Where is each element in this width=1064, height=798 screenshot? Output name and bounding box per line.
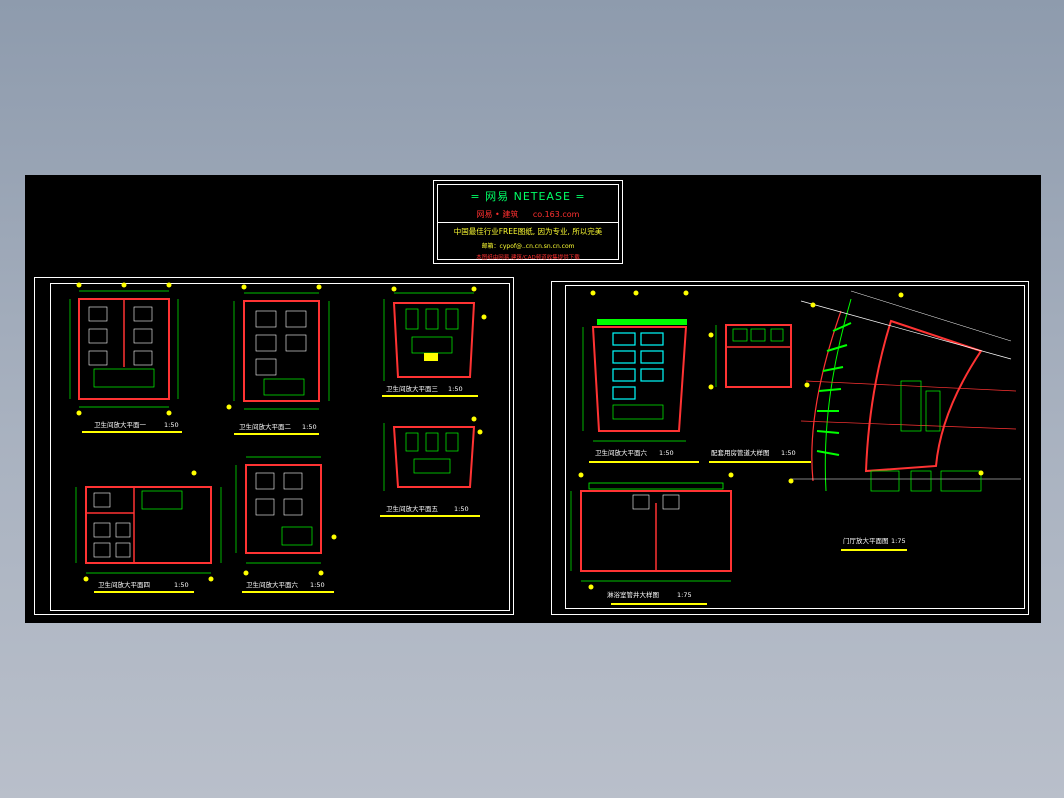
right-sheet-inner-frame [565, 285, 1025, 609]
scale-plan-6: 1:50 [310, 581, 325, 589]
scale-plan-5: 1:50 [454, 505, 469, 513]
label-pipe-shaft: 配套用房管道大样图 [711, 448, 770, 457]
label-shower-shaft: 淋浴室管井大样图 [607, 590, 659, 599]
title-block-site: co.163.com [532, 210, 580, 219]
toilet-plan-4 [75, 470, 222, 593]
scale-shower-shaft: 1:75 [677, 591, 692, 599]
title-block-subtitle: 网易 • 建筑 [476, 210, 519, 219]
scale-plan-4: 1:50 [174, 581, 189, 589]
label-plan-1: 卫生间放大平面一 [94, 420, 147, 429]
scale-plan-2: 1:50 [302, 423, 317, 431]
title-block-subtitle-row: 网易 • 建筑 co.163.com [438, 209, 618, 220]
right-drawing-sheet: 卫生间放大平面六 1:50 配套用房管道大样图 1:50 淋浴室管井大样图 1:… [551, 281, 1029, 615]
title-block: = 网易 NETEASE = 网易 • 建筑 co.163.com 中国最佳行业… [433, 180, 623, 264]
scale-plan-3: 1:50 [448, 385, 463, 393]
left-drawing-sheet: 卫生间放大平面一 1:50 卫生间放大平面二 1:50 卫生间放大平面三 1:5… [34, 277, 514, 615]
scale-lobby-plan: 1:75 [891, 537, 906, 545]
scale-plan-1: 1:50 [164, 421, 179, 429]
title-block-description: 中国最佳行业FREE图纸, 因为专业, 所以完美 [453, 227, 603, 236]
right-sheet-plans: 卫生间放大平面六 1:50 配套用房管道大样图 1:50 淋浴室管井大样图 1:… [570, 290, 1021, 605]
title-block-title: = 网易 NETEASE = [470, 190, 586, 203]
toilet-plan-5 [380, 416, 483, 517]
left-sheet-plans: 卫生间放大平面一 1:50 卫生间放大平面二 1:50 卫生间放大平面三 1:5… [69, 282, 487, 593]
label-lobby-plan: 门厅放大平面图 [843, 536, 889, 545]
scale-right-plan-6: 1:50 [659, 449, 674, 457]
left-sheet-inner-frame [50, 283, 510, 611]
label-right-plan-6: 卫生间放大平面六 [595, 448, 648, 457]
shower-shaft-detail [570, 472, 734, 605]
scale-pipe-shaft: 1:50 [781, 449, 796, 457]
label-plan-3: 卫生间放大平面三 [386, 384, 439, 393]
right-sheet-outer-frame [551, 281, 1029, 615]
toilet-plan-6-right [582, 290, 699, 463]
pipe-shaft-detail [708, 324, 811, 463]
title-block-note: 本图纸由网易.建筑/CAD频道收集提供下载 [476, 255, 580, 261]
lobby-plan [788, 290, 1021, 551]
toilet-plan-1 [69, 282, 182, 433]
toilet-plan-2 [226, 284, 330, 435]
toilet-plan-6-left [235, 456, 337, 593]
cad-drawing-canvas: = 网易 NETEASE = 网易 • 建筑 co.163.com 中国最佳行业… [25, 175, 1041, 623]
title-block-divider [438, 222, 618, 223]
toilet-plan-3 [382, 286, 487, 397]
title-block-inner-frame: = 网易 NETEASE = 网易 • 建筑 co.163.com 中国最佳行业… [437, 184, 619, 261]
label-plan-5: 卫生间放大平面五 [386, 504, 439, 513]
left-sheet-outer-frame [34, 277, 514, 615]
title-block-email: 邮箱：cypof@..cn.cn.sn.cn.com [481, 243, 575, 250]
label-plan-6: 卫生间放大平面六 [246, 580, 299, 589]
label-plan-2: 卫生间放大平面二 [239, 422, 292, 431]
label-plan-4: 卫生间放大平面四 [98, 580, 150, 589]
